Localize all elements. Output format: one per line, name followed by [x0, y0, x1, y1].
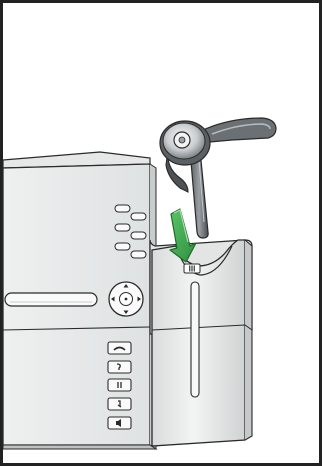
headset-base-station: III — [150, 240, 252, 446]
desk-phone — [3, 152, 156, 449]
speed-dial-button-1[interactable] — [115, 205, 130, 212]
display-slot — [5, 293, 97, 306]
speaker-button[interactable] — [108, 417, 131, 429]
hold-button[interactable] — [108, 379, 131, 391]
navigation-pad[interactable] — [109, 282, 143, 316]
charging-slot — [191, 282, 199, 397]
ring-level-marks: III — [189, 265, 196, 274]
headband — [203, 118, 276, 142]
speed-dial-button-6[interactable] — [131, 251, 146, 258]
handset-button[interactable] — [108, 342, 131, 354]
earpiece — [160, 121, 210, 165]
speed-dial-button-3[interactable] — [115, 224, 130, 231]
mute-button[interactable] — [108, 398, 131, 410]
speed-dial-button-5[interactable] — [115, 243, 130, 250]
redial-button[interactable] — [108, 361, 131, 373]
speed-dial-button-2[interactable] — [131, 213, 146, 220]
speed-dial-button-4[interactable] — [131, 232, 146, 239]
